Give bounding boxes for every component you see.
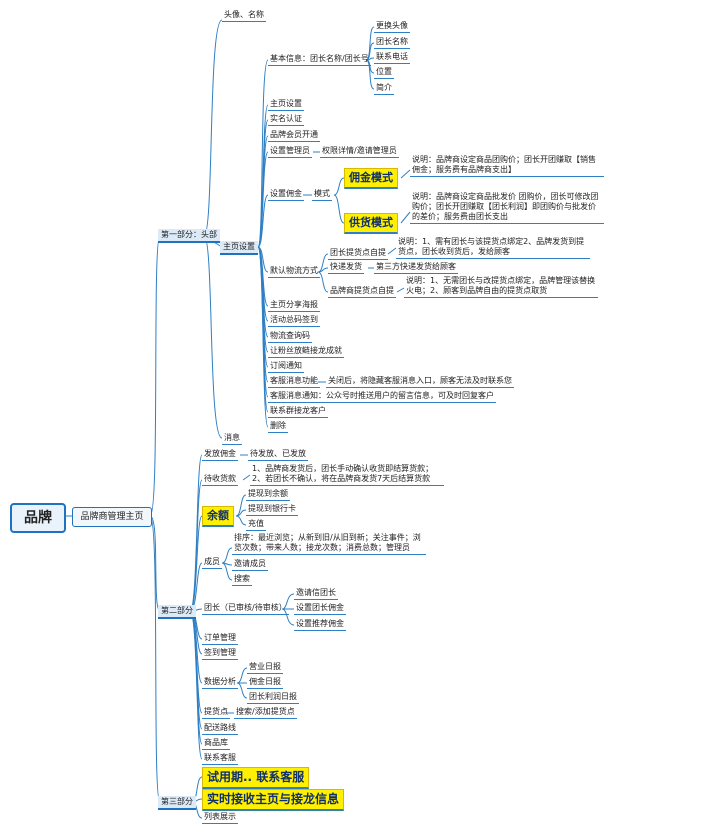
membership-node[interactable]: 品牌会员开通: [268, 129, 320, 142]
delete-node[interactable]: 删除: [268, 420, 288, 433]
leader-node[interactable]: 团长（已审核/待审核）: [202, 602, 289, 615]
commission-setting-node[interactable]: 设置佣金: [268, 188, 304, 201]
balance-node[interactable]: 余额: [202, 506, 234, 527]
leader-referral-node[interactable]: 设置推荐佣金: [294, 618, 346, 631]
commission-mode-desc: 说明：品牌商设定商品团购价；团长开团赚取【销售佣金；服务费有品牌商支出】: [410, 154, 604, 177]
members-invite-node[interactable]: 邀请成员: [232, 558, 268, 571]
pending-payment-node[interactable]: 待收货款: [202, 473, 238, 486]
logistics-self-desc: 说明：1、需有团长与该提货点绑定2、品牌发货到提货点，团长收到货后，发给顾客: [396, 236, 590, 259]
commission-status-node: 待发放、已发放: [248, 448, 308, 461]
basic-item-phone[interactable]: 联系电话: [374, 51, 410, 64]
trial-node[interactable]: 试用期.. 联系客服: [202, 767, 310, 789]
fans-node[interactable]: 让粉丝放鲢接龙成就: [268, 345, 344, 358]
section-one-node[interactable]: 第一部分：头部: [158, 229, 220, 243]
logistics-code-node[interactable]: 物流查询码: [268, 330, 312, 343]
balance-recharge[interactable]: 充值: [246, 518, 266, 531]
manager-node[interactable]: 设置管理员: [268, 145, 312, 158]
leader-commission-node[interactable]: 设置团长佣金: [294, 602, 346, 615]
logistics-express-desc: 第三方快递发货给顾客: [374, 261, 458, 274]
basic-info-node[interactable]: 基本信息：团长名称/团长号: [268, 53, 371, 66]
members-sort-node[interactable]: 排序：最近浏览；从新到旧/从旧到新；关注事件；浏览次数；带来人数；接龙次数；消费…: [232, 532, 426, 555]
root-node[interactable]: 品牌: [10, 503, 66, 533]
real-name-node[interactable]: 实名认证: [268, 113, 304, 126]
main-node[interactable]: 品牌商管理主页: [72, 507, 152, 527]
subscribe-node[interactable]: 订阅通知: [268, 360, 304, 373]
message-node[interactable]: 消息: [222, 432, 242, 445]
group-node[interactable]: 联系群接龙客户: [268, 405, 328, 418]
analytics-profit-node[interactable]: 团长利润日报: [247, 691, 299, 704]
section-two-node[interactable]: 第二部分: [158, 605, 196, 619]
products-node[interactable]: 商品库: [202, 737, 230, 750]
balance-withdraw-balance[interactable]: 提现到余额: [246, 488, 290, 501]
members-node[interactable]: 成员: [202, 556, 222, 569]
pending-payment-desc: 1、品牌商发货后，团长手动确认收货即结算货款；2、若团长不确认，将在品牌商发货7…: [250, 463, 444, 486]
supply-mode-desc: 说明：品牌商设定商品批发价 团购价，团长可修改团购价；团长开团赚取【团长利润】即…: [410, 191, 604, 224]
leader-invite-node[interactable]: 邀请信团长: [294, 587, 338, 600]
mode-node[interactable]: 模式: [312, 188, 332, 201]
pickup-desc-node[interactable]: 搜索/添加提货点: [234, 706, 297, 719]
commission-mode-node[interactable]: 佣金模式: [344, 168, 398, 189]
logistics-express-node[interactable]: 快递发货: [328, 261, 364, 274]
avatar-name-node[interactable]: 头像、名称: [222, 9, 266, 22]
logistics-node[interactable]: 默认物流方式: [268, 265, 320, 278]
logistics-self-node[interactable]: 团长提货点自提: [328, 247, 388, 260]
poster-node[interactable]: 主页分享海报: [268, 299, 320, 312]
logistics-brand-desc: 说明：1、无需团长与改提货点绑定，品牌管理该替换火电；2、顾客到品牌自由的提货点…: [404, 275, 598, 298]
logistics-brand-node[interactable]: 品牌商提货点自提: [328, 285, 396, 298]
supply-mode-node[interactable]: 供货模式: [344, 213, 398, 234]
analytics-business-node[interactable]: 营业日报: [247, 661, 283, 674]
basic-item-location[interactable]: 位置: [374, 66, 394, 79]
balance-withdraw-bank[interactable]: 提现到银行卡: [246, 503, 298, 516]
analytics-commission-node[interactable]: 佣金日报: [247, 676, 283, 689]
cs-func-node[interactable]: 客服消息功能: [268, 375, 320, 388]
members-search-node[interactable]: 搜索: [232, 573, 252, 586]
analytics-node[interactable]: 数据分析: [202, 676, 238, 689]
basic-item-avatar[interactable]: 更换头像: [374, 20, 410, 33]
pickup-node[interactable]: 提货点: [202, 706, 230, 719]
section-three-node[interactable]: 第三部分: [158, 796, 196, 810]
routes-node[interactable]: 配送路线: [202, 722, 238, 735]
contact-cs-node[interactable]: 联系客服: [202, 752, 238, 765]
basic-item-intro[interactable]: 简介: [374, 82, 394, 95]
home-setting-node[interactable]: 主页设置: [268, 98, 304, 111]
realtime-node[interactable]: 实时接收主页与接龙信息: [202, 789, 345, 811]
checkin-manage-node[interactable]: 签到管理: [202, 647, 238, 660]
cs-notice-node[interactable]: 客服消息通知：公众号时推送用户的留言信息，可及时回复客户: [268, 390, 496, 403]
manager-detail-node[interactable]: 权限详情/邀请管理员: [320, 145, 399, 158]
basic-item-name[interactable]: 团长名称: [374, 36, 410, 49]
checkin-code-node[interactable]: 活动总码签到: [268, 314, 320, 327]
home-settings-node[interactable]: 主页设置: [220, 241, 258, 255]
commission-payout-node[interactable]: 发放佣金: [202, 448, 238, 461]
list-display-node[interactable]: 列表展示: [202, 811, 238, 824]
orders-node[interactable]: 订单管理: [202, 632, 238, 645]
cs-func-desc: 关闭后，将隐藏客服消息入口，顾客无法及时联系您: [326, 375, 514, 388]
